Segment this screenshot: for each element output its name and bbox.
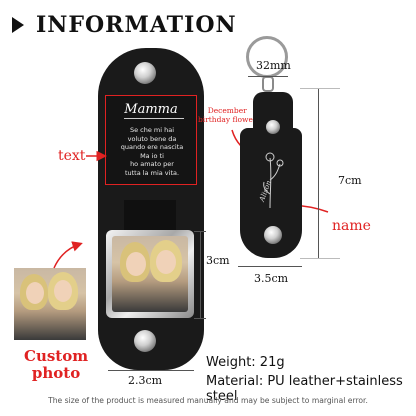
custom-photo-sample bbox=[14, 268, 86, 340]
length-dim-top bbox=[300, 88, 340, 89]
engraved-title: Mamma bbox=[124, 102, 178, 117]
text-label: text bbox=[58, 148, 86, 164]
snap-button-top bbox=[134, 62, 156, 84]
photo-height-line bbox=[200, 231, 201, 318]
side-width-line bbox=[238, 266, 302, 267]
photo-height-dimension: 3cm bbox=[206, 254, 230, 267]
material-spec: Material: PU leather+stainless steel bbox=[206, 374, 403, 404]
title-underline bbox=[124, 118, 184, 119]
snap-button-bottom bbox=[134, 330, 156, 352]
engraved-message: Se che mi hai voluto bene da quando ere … bbox=[120, 126, 184, 177]
weight-spec: Weight: 21g bbox=[206, 355, 285, 370]
ring-link bbox=[262, 76, 274, 92]
birth-flower-label: December birthday flower bbox=[198, 106, 257, 124]
length-dimension: 7cm bbox=[338, 174, 362, 187]
section-title: INFORMATION bbox=[36, 12, 237, 38]
ring-dimension: 32mm bbox=[256, 59, 291, 72]
side-width-dimension: 3.5cm bbox=[254, 272, 289, 285]
length-dim-bottom bbox=[300, 258, 340, 259]
custom-photo-label: Custom photo bbox=[24, 347, 89, 382]
main-width-line bbox=[108, 370, 194, 371]
side-snap-bottom bbox=[264, 226, 282, 244]
footer-note: The size of the product is measured manu… bbox=[48, 396, 368, 405]
photo-height-top bbox=[194, 231, 206, 232]
length-dimension-line bbox=[318, 88, 319, 258]
play-triangle-icon bbox=[12, 17, 24, 33]
ring-dimension-line bbox=[248, 76, 288, 77]
main-width-dimension: 2.3cm bbox=[128, 374, 163, 387]
custom-photo-arrow bbox=[53, 241, 83, 269]
photo-height-bottom bbox=[194, 318, 206, 319]
side-snap-top bbox=[266, 120, 280, 134]
name-label: name bbox=[332, 218, 371, 234]
flower-engraving-icon bbox=[263, 152, 284, 209]
main-photo bbox=[112, 236, 188, 312]
engraved-text-box: Mamma Se che mi hai voluto bene da quand… bbox=[105, 95, 197, 185]
section-header: INFORMATION bbox=[12, 10, 237, 40]
